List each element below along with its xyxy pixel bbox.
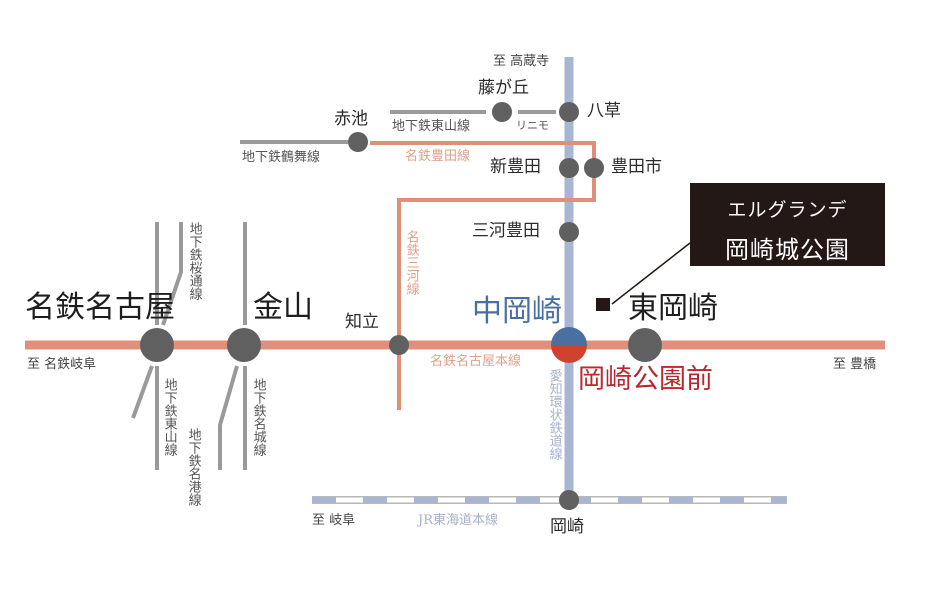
line-label-subway-higashiyama-bottom: 地下鉄東山線 [161,378,177,456]
node-okazaki [559,490,579,510]
node-toyotashi [584,158,604,178]
line-label-meitetsu-mikawa: 名鉄三河線 [403,230,419,295]
line-label-linimo: リニモ [516,119,549,132]
node-naka-okazaki [551,327,587,363]
node-kanayama [227,328,261,362]
station-label-shin-toyota: 新豊田 [490,157,541,177]
node-chiryu [389,335,409,355]
station-label-mikawa-toyota: 三河豊田 [472,221,540,241]
line-label-subway-sakuradori: 地下鉄桜通線 [186,222,202,300]
station-label-meitetsu-nagoya: 名鉄名古屋 [25,290,175,325]
direction-to-meitetsu-gifu: 至 名鉄岐阜 [27,357,97,372]
property-name-line1: エルグランデ [727,199,848,221]
line-label-jr-tokaido: JR東海道本線 [418,513,498,528]
line-label-aichi-loop: 愛知環状鉄道線 [546,369,562,460]
line-label-meitetsu-nagoya-main: 名鉄名古屋本線 [430,354,522,369]
node-higashi-okazaki [628,328,662,362]
line-label-subway-higashiyama-top: 地下鉄東山線 [392,119,471,134]
node-mikawa-toyota [559,222,579,242]
station-label-chiryu: 知立 [345,312,379,332]
property-callout: エルグランデ 岡崎城公園 [690,183,885,266]
property-name-line2: 岡崎城公園 [725,236,850,264]
property-marker-icon [596,298,610,311]
subway-lines [131,110,556,470]
line-label-subway-meiko: 地下鉄名港線 [185,428,201,506]
station-label-okazaki-koen-mae: 岡崎公園前 [578,364,713,395]
station-label-kanayama: 金山 [253,290,313,325]
direction-to-kozoji: 至 高蔵寺 [493,54,550,69]
station-label-okazaki: 岡崎 [550,517,584,537]
callout-leader [611,242,691,305]
station-label-higashi-okazaki: 東岡崎 [628,291,718,326]
line-label-meitetsu-toyota: 名鉄豊田線 [405,149,471,164]
station-label-yakusa: 八草 [587,101,621,121]
node-yakusa [559,102,579,122]
station-label-akaike: 赤池 [334,109,368,129]
station-label-fujigaoka: 藤が丘 [478,78,529,98]
node-shin-toyota [559,158,579,178]
node-meitetsu-nagoya [140,328,174,362]
node-fujigaoka [492,102,512,122]
station-nodes [140,102,662,510]
station-label-toyotashi: 豊田市 [611,157,662,177]
direction-to-toyohashi: 至 豊橋 [833,357,877,372]
meitetsu-toyota-mikawa-lines [370,141,596,410]
node-akaike [348,132,368,152]
direction-to-gifu: 至 岐阜 [312,513,356,528]
line-label-subway-tsurumai: 地下鉄鶴舞線 [242,150,321,165]
station-label-naka-okazaki: 中岡崎 [472,294,562,329]
line-label-subway-meijo: 地下鉄名城線 [250,378,266,456]
